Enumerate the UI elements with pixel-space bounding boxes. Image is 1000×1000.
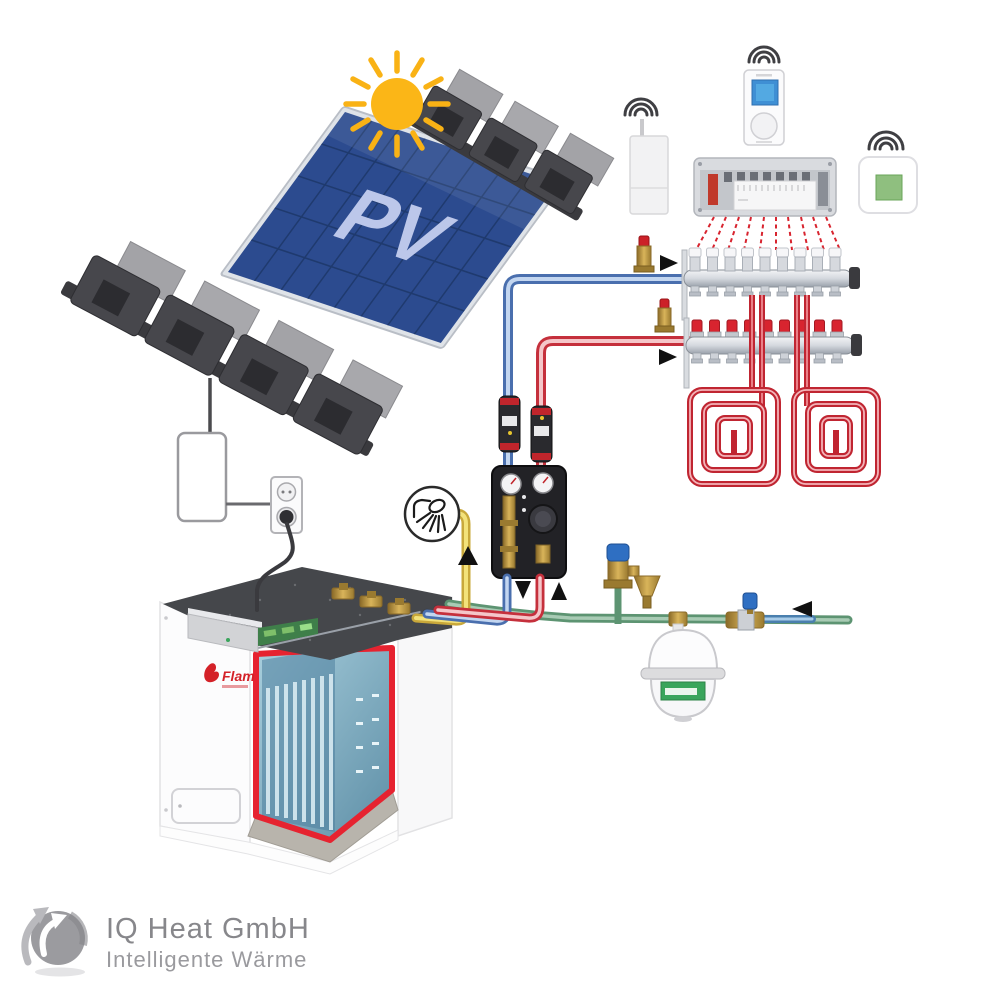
power-plug (279, 510, 294, 524)
ball-valve-supply (530, 405, 553, 463)
company-name: IQ Heat GmbH (106, 913, 310, 945)
company-logo: IQ Heat GmbH Intelligente Wärme (21, 907, 310, 977)
flow-arrow-pump-up (551, 582, 567, 600)
pump-station (491, 465, 567, 579)
wifi-icon-sensor (623, 97, 659, 117)
manifold-return-bar (681, 247, 860, 321)
pv-panel-sheen (327, 112, 558, 230)
room-sensor-display (875, 174, 903, 201)
company-tagline: Intelligente Wärme (106, 947, 307, 972)
room-thermostat (743, 69, 785, 146)
wiring-center (693, 157, 837, 217)
flow-arrow-return (660, 255, 678, 271)
safety-valve (603, 543, 640, 624)
pump-station-brass-pipe (502, 495, 516, 569)
tank-top-trim (257, 611, 421, 649)
tank-brand-label: Flam (222, 668, 255, 684)
air-vent-valve-lower (654, 298, 675, 333)
air-vent-valve-upper (633, 235, 655, 273)
flow-arrow-dhw (458, 546, 478, 565)
heating-supply-pipe-upper (536, 336, 693, 475)
tank-cutaway-interior (253, 645, 395, 843)
floor-heating-loop-left (687, 387, 781, 487)
flow-arrow-pump-down (515, 581, 531, 599)
wireless-outdoor-sensor (629, 119, 669, 215)
flame-icon (204, 663, 220, 683)
discharge-funnel (633, 575, 661, 609)
sun-icon (343, 50, 451, 158)
sensor-antenna (640, 119, 644, 137)
flow-arrow-supply (659, 349, 677, 365)
flow-arrow-cold-water (792, 601, 812, 617)
wifi-icon-room-sensor (867, 130, 905, 151)
thermostat-dial (750, 112, 778, 140)
floor-heating-loop-right (791, 387, 881, 487)
control-wires (695, 216, 841, 251)
tank-wall-rivets (356, 694, 379, 773)
plug-cable (255, 522, 295, 612)
tank-access-panel (171, 788, 241, 824)
storage-tank: Flam (159, 567, 453, 875)
filling-valve (725, 592, 816, 631)
shower-symbol (403, 485, 461, 543)
manifold-supply-bar (683, 317, 862, 389)
inverter-box (176, 431, 228, 523)
tank-top-fittings (331, 583, 411, 615)
heat-exchanger-fins (266, 674, 333, 830)
ball-valve-return (498, 395, 521, 453)
filling-valve-knob (742, 592, 758, 610)
wireless-room-sensor (858, 156, 918, 214)
mounting-rail-right (408, 68, 615, 221)
heating-supply-pipe-lower (433, 573, 545, 623)
tank-brand: Flam (204, 663, 255, 688)
expansion-vessel (640, 611, 726, 722)
mounting-rail-bottom (60, 240, 404, 456)
wiring-center-label (733, 180, 817, 211)
heating-return-pipe-upper (503, 274, 691, 475)
safety-valve-cap (606, 543, 630, 562)
pump-drain-valve (535, 544, 551, 564)
tank-base (159, 825, 399, 875)
pv-panel: PV (220, 106, 566, 349)
shower-head-icon (412, 498, 447, 534)
power-socket (270, 476, 303, 534)
tank-controller (187, 608, 318, 653)
wifi-icon-thermostat (747, 45, 781, 64)
pv-panel-grid (250, 120, 535, 335)
